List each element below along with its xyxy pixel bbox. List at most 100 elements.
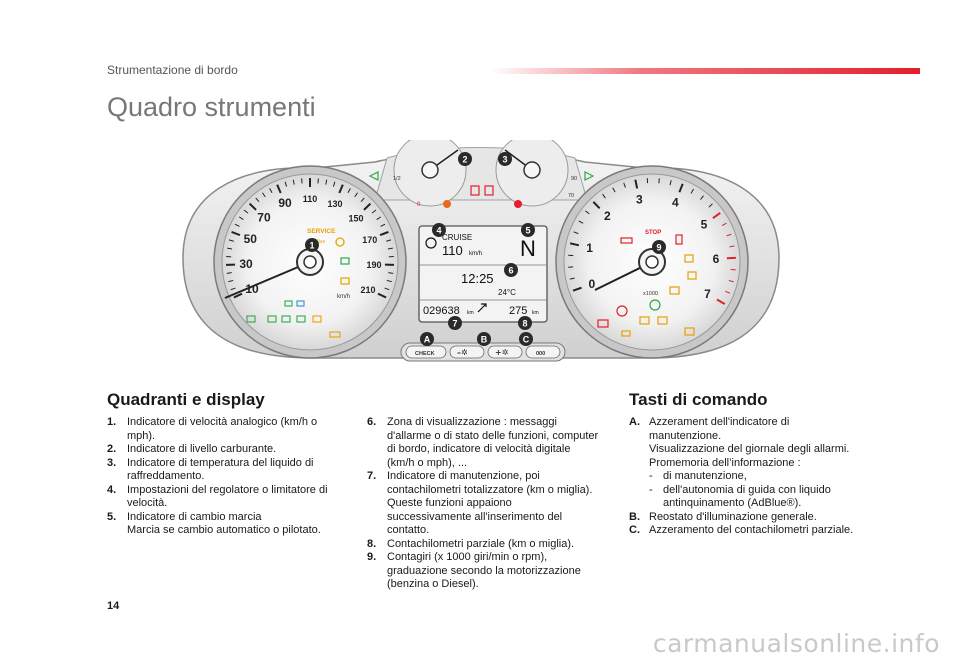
callout-badge: [518, 316, 532, 330]
dial-tick: [380, 223, 386, 227]
dial-tick: [384, 287, 390, 291]
list-item-text: Marcia se cambio automatico o pilotato.: [127, 524, 321, 536]
display-temperature: 24°C: [498, 288, 516, 297]
list-item-text: Contachilometri parziale (km o miglia).: [387, 537, 575, 550]
dial-tick: [700, 195, 704, 200]
callout-label: B: [481, 335, 488, 345]
list-item-number: C.: [629, 524, 640, 536]
dial-tick: [708, 203, 713, 208]
dial-tick: [721, 222, 727, 226]
section-title-quadranti: Quadranti e display: [107, 390, 265, 409]
list-item-text: Visualizzazione del giornale degli allar…: [649, 443, 850, 455]
list-item-text: Indicatore di velocità analogico (km/h o: [127, 416, 318, 428]
list-item-text: Indicatore di cambio marcia: [127, 510, 262, 523]
list-item-number: 5.: [107, 510, 117, 523]
callout-label: 2: [462, 155, 467, 165]
list-item-text: Impostazioni del regolatore o limitatore…: [127, 483, 328, 496]
list-item-number: 3.: [107, 456, 117, 469]
dial-tick: [234, 223, 240, 227]
dial-tick: [228, 239, 234, 242]
callout-badge: [652, 240, 666, 254]
dial-tick: [276, 184, 282, 194]
dim-plus-button[interactable]: [487, 345, 523, 359]
dial-tick: [363, 202, 372, 211]
callout-badge: [519, 332, 533, 346]
dial-number: 90: [278, 196, 292, 210]
callout-badge: [432, 223, 446, 237]
callout-label: 7: [452, 319, 457, 329]
section-header: Strumentazione di bordo: [107, 63, 238, 77]
cruise-label: CRUISE: [442, 233, 472, 242]
callout-badge: [420, 332, 434, 346]
list-item-text: Zona di visualizzazione : messaggi: [387, 416, 557, 428]
list-item-text: raffreddamento.: [127, 470, 205, 482]
dial-number: 5: [701, 218, 708, 232]
dial-tick: [578, 220, 584, 224]
dial-tick: [690, 188, 694, 194]
cruise-speed-unit: km/h: [469, 251, 482, 257]
list-item-text: di bordo, indicatore di velocità digital…: [387, 443, 571, 455]
dim-plus-label: +✲: [495, 348, 509, 357]
section-title-tasti: Tasti di comando: [629, 390, 768, 409]
callout-badge: [521, 223, 535, 237]
dial-tick: [230, 287, 236, 291]
gear-indicator: N: [520, 236, 536, 261]
dial-tick: [332, 181, 336, 187]
callout-label: 5: [525, 226, 530, 236]
dial-number: 0: [589, 277, 596, 291]
dial-tick: [376, 216, 382, 220]
dial-tick: [634, 179, 639, 189]
dial-tick: [360, 197, 365, 203]
list-item-number: B.: [629, 510, 640, 523]
dial-number: 1: [586, 241, 593, 255]
dial-tick: [602, 193, 606, 199]
dial-tick: [585, 210, 590, 215]
dial-number: 30: [239, 257, 253, 271]
dial-number: 150: [349, 214, 364, 224]
trip-reset-button[interactable]: [525, 345, 561, 359]
dial-tick: [284, 181, 288, 187]
list-item-text: d'allarme o di stato delle funzioni, com…: [387, 429, 599, 442]
dial-tick: [386, 239, 392, 242]
dial-tick: [572, 286, 582, 292]
dim-minus-label: –✲: [457, 348, 468, 357]
odometer-value: 029638: [423, 305, 460, 317]
callout-label: A: [424, 335, 431, 345]
dial-tick: [262, 192, 266, 198]
wrench-icon: [477, 303, 487, 313]
dial-tick: [317, 178, 319, 184]
callout-badge: [305, 238, 319, 252]
dim-minus-button[interactable]: [449, 345, 485, 359]
list-item-text: Promemoria dell’informazione :: [649, 456, 801, 469]
speed-unit-label: km/h: [337, 294, 350, 300]
list-item-text: (km/h o mph), ...: [387, 456, 468, 469]
dial-tick: [338, 184, 344, 194]
check-button[interactable]: [405, 345, 447, 359]
callout-label: 4: [436, 226, 441, 236]
list-item-text: Contagiri (x 1000 giri/min o rpm),: [387, 551, 548, 563]
list-item: 9.Contagiri (x 1000 giri/min o rpm),grad…: [367, 551, 612, 592]
dial-number: 170: [362, 235, 377, 245]
right-warning-lamps: [597, 234, 697, 337]
dial-tick: [248, 202, 257, 211]
list-item-number: 6.: [367, 416, 377, 428]
list-item-text: Azzeramento del contachilometri parziale…: [649, 524, 854, 536]
callout-badge: [458, 152, 472, 166]
callout-badge: [448, 316, 462, 330]
dial-tick: [716, 298, 726, 305]
dial-tick: [233, 292, 243, 299]
list-item-text: Indicatore di livello carburante.: [127, 443, 277, 455]
watermark: carmanualsonline.info: [652, 629, 940, 658]
dial-number: 7: [704, 287, 711, 301]
temp-lamp: [514, 200, 522, 208]
dial-number: 210: [360, 285, 375, 295]
speedometer-ticks: [226, 178, 394, 299]
list-item-text: Queste funzioni appaiono: [387, 497, 512, 509]
dial-number: 130: [327, 199, 342, 209]
dial-tick: [371, 209, 377, 214]
list-item-text: successivamente all'inserimento del: [387, 510, 563, 523]
dial-tick: [292, 179, 295, 185]
